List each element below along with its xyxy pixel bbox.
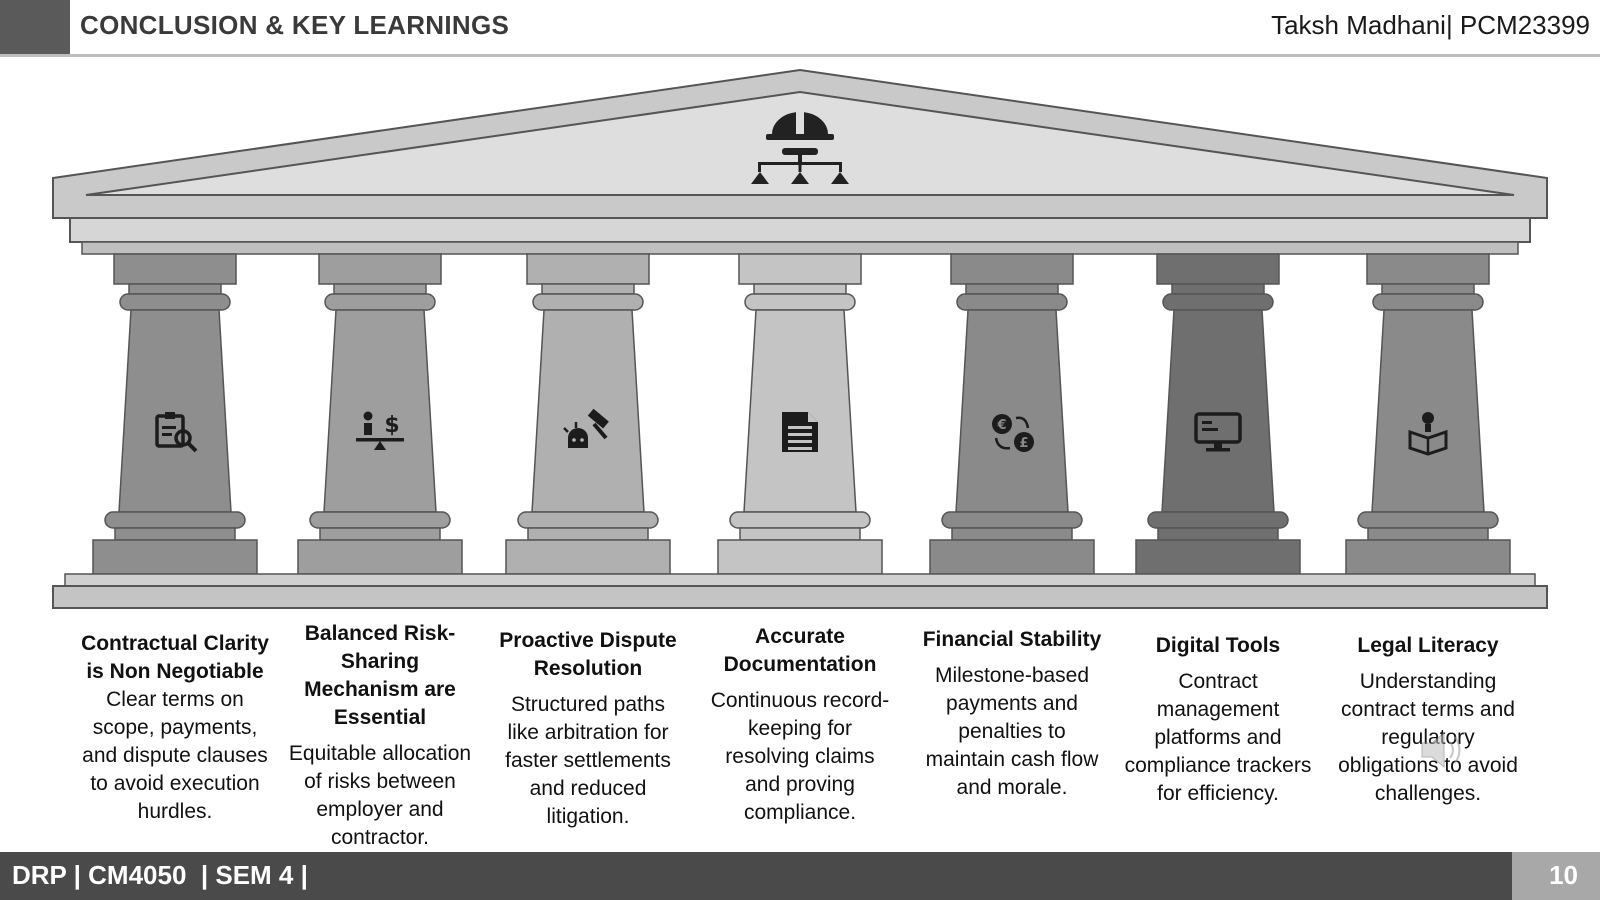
pillar-column-7: [1345, 253, 1511, 575]
pillar-title: Proactive Dispute Resolution: [499, 629, 677, 680]
temple-diagram: $€£: [52, 68, 1548, 609]
pillar-column-1: [92, 253, 258, 575]
temple-base: [52, 573, 1548, 609]
pillar-description: Contract management platforms and compli…: [1124, 670, 1312, 805]
monitor-icon: [1194, 412, 1242, 452]
pillar-column-2: $: [297, 253, 463, 575]
header-accent-block: [0, 0, 70, 54]
slide-title: CONCLUSION & KEY LEARNINGS: [80, 10, 510, 40]
svg-text:€: €: [996, 418, 1006, 433]
svg-text:£: £: [1019, 436, 1028, 451]
footer-bar: DRP | CM4050 | SEM 4 |: [0, 852, 1512, 900]
pillar-title: Accurate Documentation: [723, 625, 877, 676]
page-number: 10: [1549, 860, 1578, 890]
pillar-description: Structured paths like arbitration for fa…: [505, 693, 671, 828]
clipboard-search-icon: [155, 412, 198, 453]
pillar-title: Contractual Clarity is Non Negotiable: [81, 632, 269, 683]
document-icon: [782, 412, 818, 452]
pillar-column-5: €£: [929, 253, 1095, 575]
pillar-column-3: [505, 253, 671, 575]
pillar-title: Financial Stability: [922, 628, 1102, 651]
slide-footer: DRP | CM4050 | SEM 4 | 10: [0, 852, 1600, 900]
pillar-description: Understanding contract terms and regulat…: [1338, 670, 1518, 805]
speaker-icon[interactable]: [1418, 728, 1468, 772]
pillar-title: Digital Tools: [1155, 634, 1281, 657]
slide-header: CONCLUSION & KEY LEARNINGS Taksh Madhani…: [0, 0, 1600, 57]
header-divider: [0, 54, 1600, 57]
svg-text:$: $: [384, 413, 399, 438]
currency-exchange-icon: €£: [992, 414, 1034, 452]
pillar-description: Equitable allocation of risks between em…: [288, 742, 472, 849]
reader-book-icon: [1408, 412, 1448, 456]
pillar-column-4: [717, 253, 883, 575]
pillar-title: Balanced Risk-Sharing Mechanism are Esse…: [304, 622, 456, 729]
pillar-description: Continuous record-keeping for resolving …: [710, 689, 890, 824]
pillar-description: Clear terms on scope, payments, and disp…: [82, 688, 268, 823]
page-number-box: 10: [1512, 852, 1600, 900]
author-id: Taksh Madhani| PCM23399: [1271, 10, 1590, 40]
hardhat-hierarchy-icon: [751, 108, 849, 184]
course-label: DRP | CM4050 | SEM 4 |: [12, 860, 308, 890]
balance-scale-dollar-icon: $: [356, 411, 404, 450]
gavel-icon: [563, 408, 609, 448]
pillar-column-6: [1135, 253, 1301, 575]
pillar-title: Legal Literacy: [1357, 634, 1499, 657]
pillar-description: Milestone-based payments and penalties t…: [925, 664, 1099, 799]
pillar-text-2: Balanced Risk-Sharing Mechanism are Esse…: [285, 620, 475, 852]
